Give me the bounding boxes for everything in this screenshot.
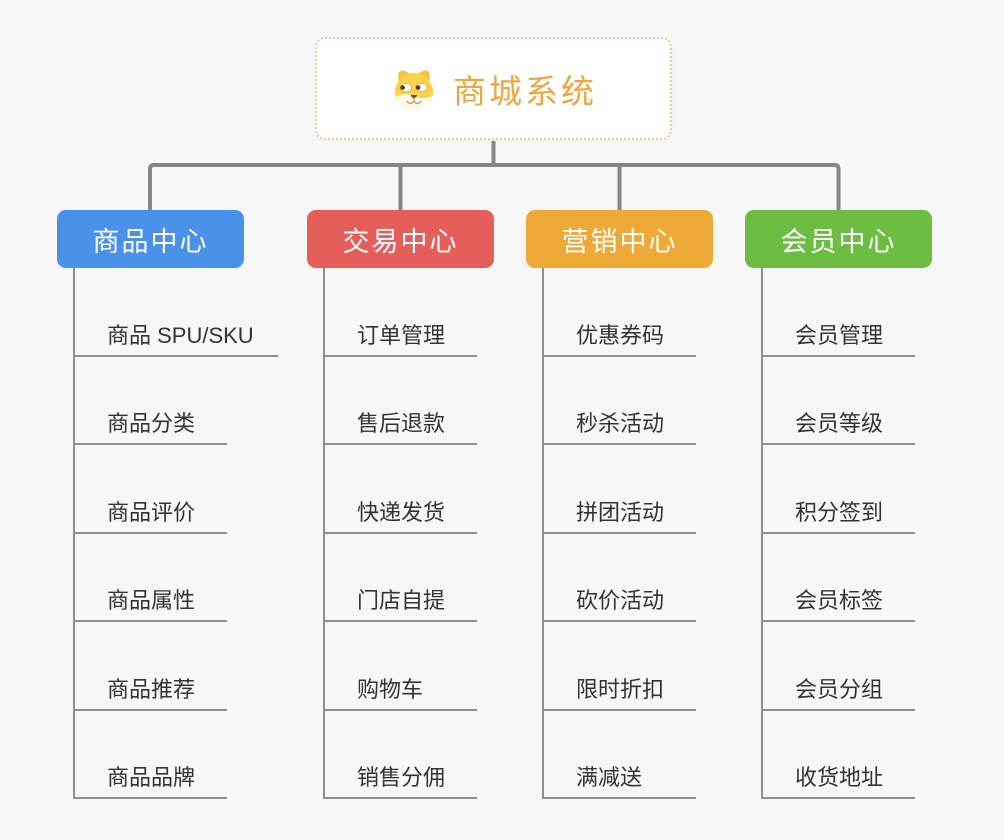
child-topic-label: 秒杀活动 [542, 406, 696, 445]
child-topic[interactable]: 购物车 [323, 622, 477, 711]
child-topic[interactable]: 满减送 [542, 711, 696, 799]
branch-product-center: 商品中心 商品 SPU/SKU 商品分类 商品评价 商品属性 商品推荐 商品品牌 [57, 210, 307, 810]
child-topic-label: 会员等级 [761, 406, 915, 445]
child-topic-label: 销售分佣 [323, 760, 477, 799]
child-topic[interactable]: 商品评价 [73, 445, 278, 534]
branch-header-marketing-center[interactable]: 营销中心 [526, 210, 713, 268]
branch-connector-line [73, 268, 75, 799]
child-topic[interactable]: 拼团活动 [542, 445, 696, 534]
branch-connector-line [542, 268, 544, 799]
child-topic-label: 满减送 [542, 760, 696, 799]
child-topic-label: 收货地址 [761, 760, 915, 799]
branch-marketing-center: 营销中心 优惠券码 秒杀活动 拼团活动 砍价活动 限时折扣 满减送 [526, 210, 776, 810]
branch-connector-line [761, 268, 763, 799]
branch-header-trade-center[interactable]: 交易中心 [307, 210, 494, 268]
child-topic-label: 会员标签 [761, 583, 915, 622]
child-topic[interactable]: 砍价活动 [542, 534, 696, 622]
child-topic-label: 商品推荐 [73, 672, 227, 711]
child-topic-label: 购物车 [323, 672, 477, 711]
child-topic[interactable]: 商品分类 [73, 357, 278, 445]
root-title: 商城系统 [453, 72, 597, 110]
child-topic-label: 快递发货 [323, 495, 477, 534]
child-topic[interactable]: 商品品牌 [73, 711, 278, 799]
child-topic-label: 拼团活动 [542, 495, 696, 534]
child-topic-label: 订单管理 [323, 318, 477, 357]
child-topic[interactable]: 商品 SPU/SKU [73, 268, 278, 357]
child-topic-label: 优惠券码 [542, 318, 696, 357]
child-topic[interactable]: 商品推荐 [73, 622, 278, 711]
child-topic[interactable]: 收货地址 [761, 711, 915, 799]
child-topic[interactable]: 售后退款 [323, 357, 477, 445]
child-topic-label: 会员管理 [761, 318, 915, 357]
child-topic-label: 售后退款 [323, 406, 477, 445]
child-topic-label: 商品 SPU/SKU [73, 318, 278, 357]
child-topic[interactable]: 会员管理 [761, 268, 915, 357]
child-topic[interactable]: 会员等级 [761, 357, 915, 445]
child-topic[interactable]: 门店自提 [323, 534, 477, 622]
child-topic[interactable]: 优惠券码 [542, 268, 696, 357]
branch-children: 会员管理 会员等级 积分签到 会员标签 会员分组 收货地址 [761, 268, 915, 799]
branch-header-member-center[interactable]: 会员中心 [745, 210, 932, 268]
child-topic[interactable]: 快递发货 [323, 445, 477, 534]
child-topic-label: 门店自提 [323, 583, 477, 622]
child-topic[interactable]: 商品属性 [73, 534, 278, 622]
child-topic-label: 商品属性 [73, 583, 227, 622]
child-topic-label: 限时折扣 [542, 672, 696, 711]
child-topic[interactable]: 会员标签 [761, 534, 915, 622]
root-node[interactable]: 商城系统 [315, 37, 672, 140]
branch-children: 订单管理 售后退款 快递发货 门店自提 购物车 销售分佣 [323, 268, 477, 799]
child-topic-label: 积分签到 [761, 495, 915, 534]
child-topic[interactable]: 订单管理 [323, 268, 477, 357]
child-topic-label: 商品评价 [73, 495, 227, 534]
child-topic[interactable]: 限时折扣 [542, 622, 696, 711]
child-topic-label: 砍价活动 [542, 583, 696, 622]
branch-bus-line [148, 163, 841, 211]
child-topic-label: 会员分组 [761, 672, 915, 711]
dog-face-icon [395, 70, 433, 111]
child-topic-label: 商品品牌 [73, 760, 227, 799]
child-topic[interactable]: 销售分佣 [323, 711, 477, 799]
child-topic[interactable]: 积分签到 [761, 445, 915, 534]
branch-member-center: 会员中心 会员管理 会员等级 积分签到 会员标签 会员分组 收货地址 [745, 210, 995, 810]
branch-children: 商品 SPU/SKU 商品分类 商品评价 商品属性 商品推荐 商品品牌 [73, 268, 278, 799]
branch-connector-line [323, 268, 325, 799]
branch-children: 优惠券码 秒杀活动 拼团活动 砍价活动 限时折扣 满减送 [542, 268, 696, 799]
branch-trade-center: 交易中心 订单管理 售后退款 快递发货 门店自提 购物车 销售分佣 [307, 210, 557, 810]
branch-header-product-center[interactable]: 商品中心 [57, 210, 244, 268]
child-topic-label: 商品分类 [73, 406, 227, 445]
child-topic[interactable]: 会员分组 [761, 622, 915, 711]
child-topic[interactable]: 秒杀活动 [542, 357, 696, 445]
